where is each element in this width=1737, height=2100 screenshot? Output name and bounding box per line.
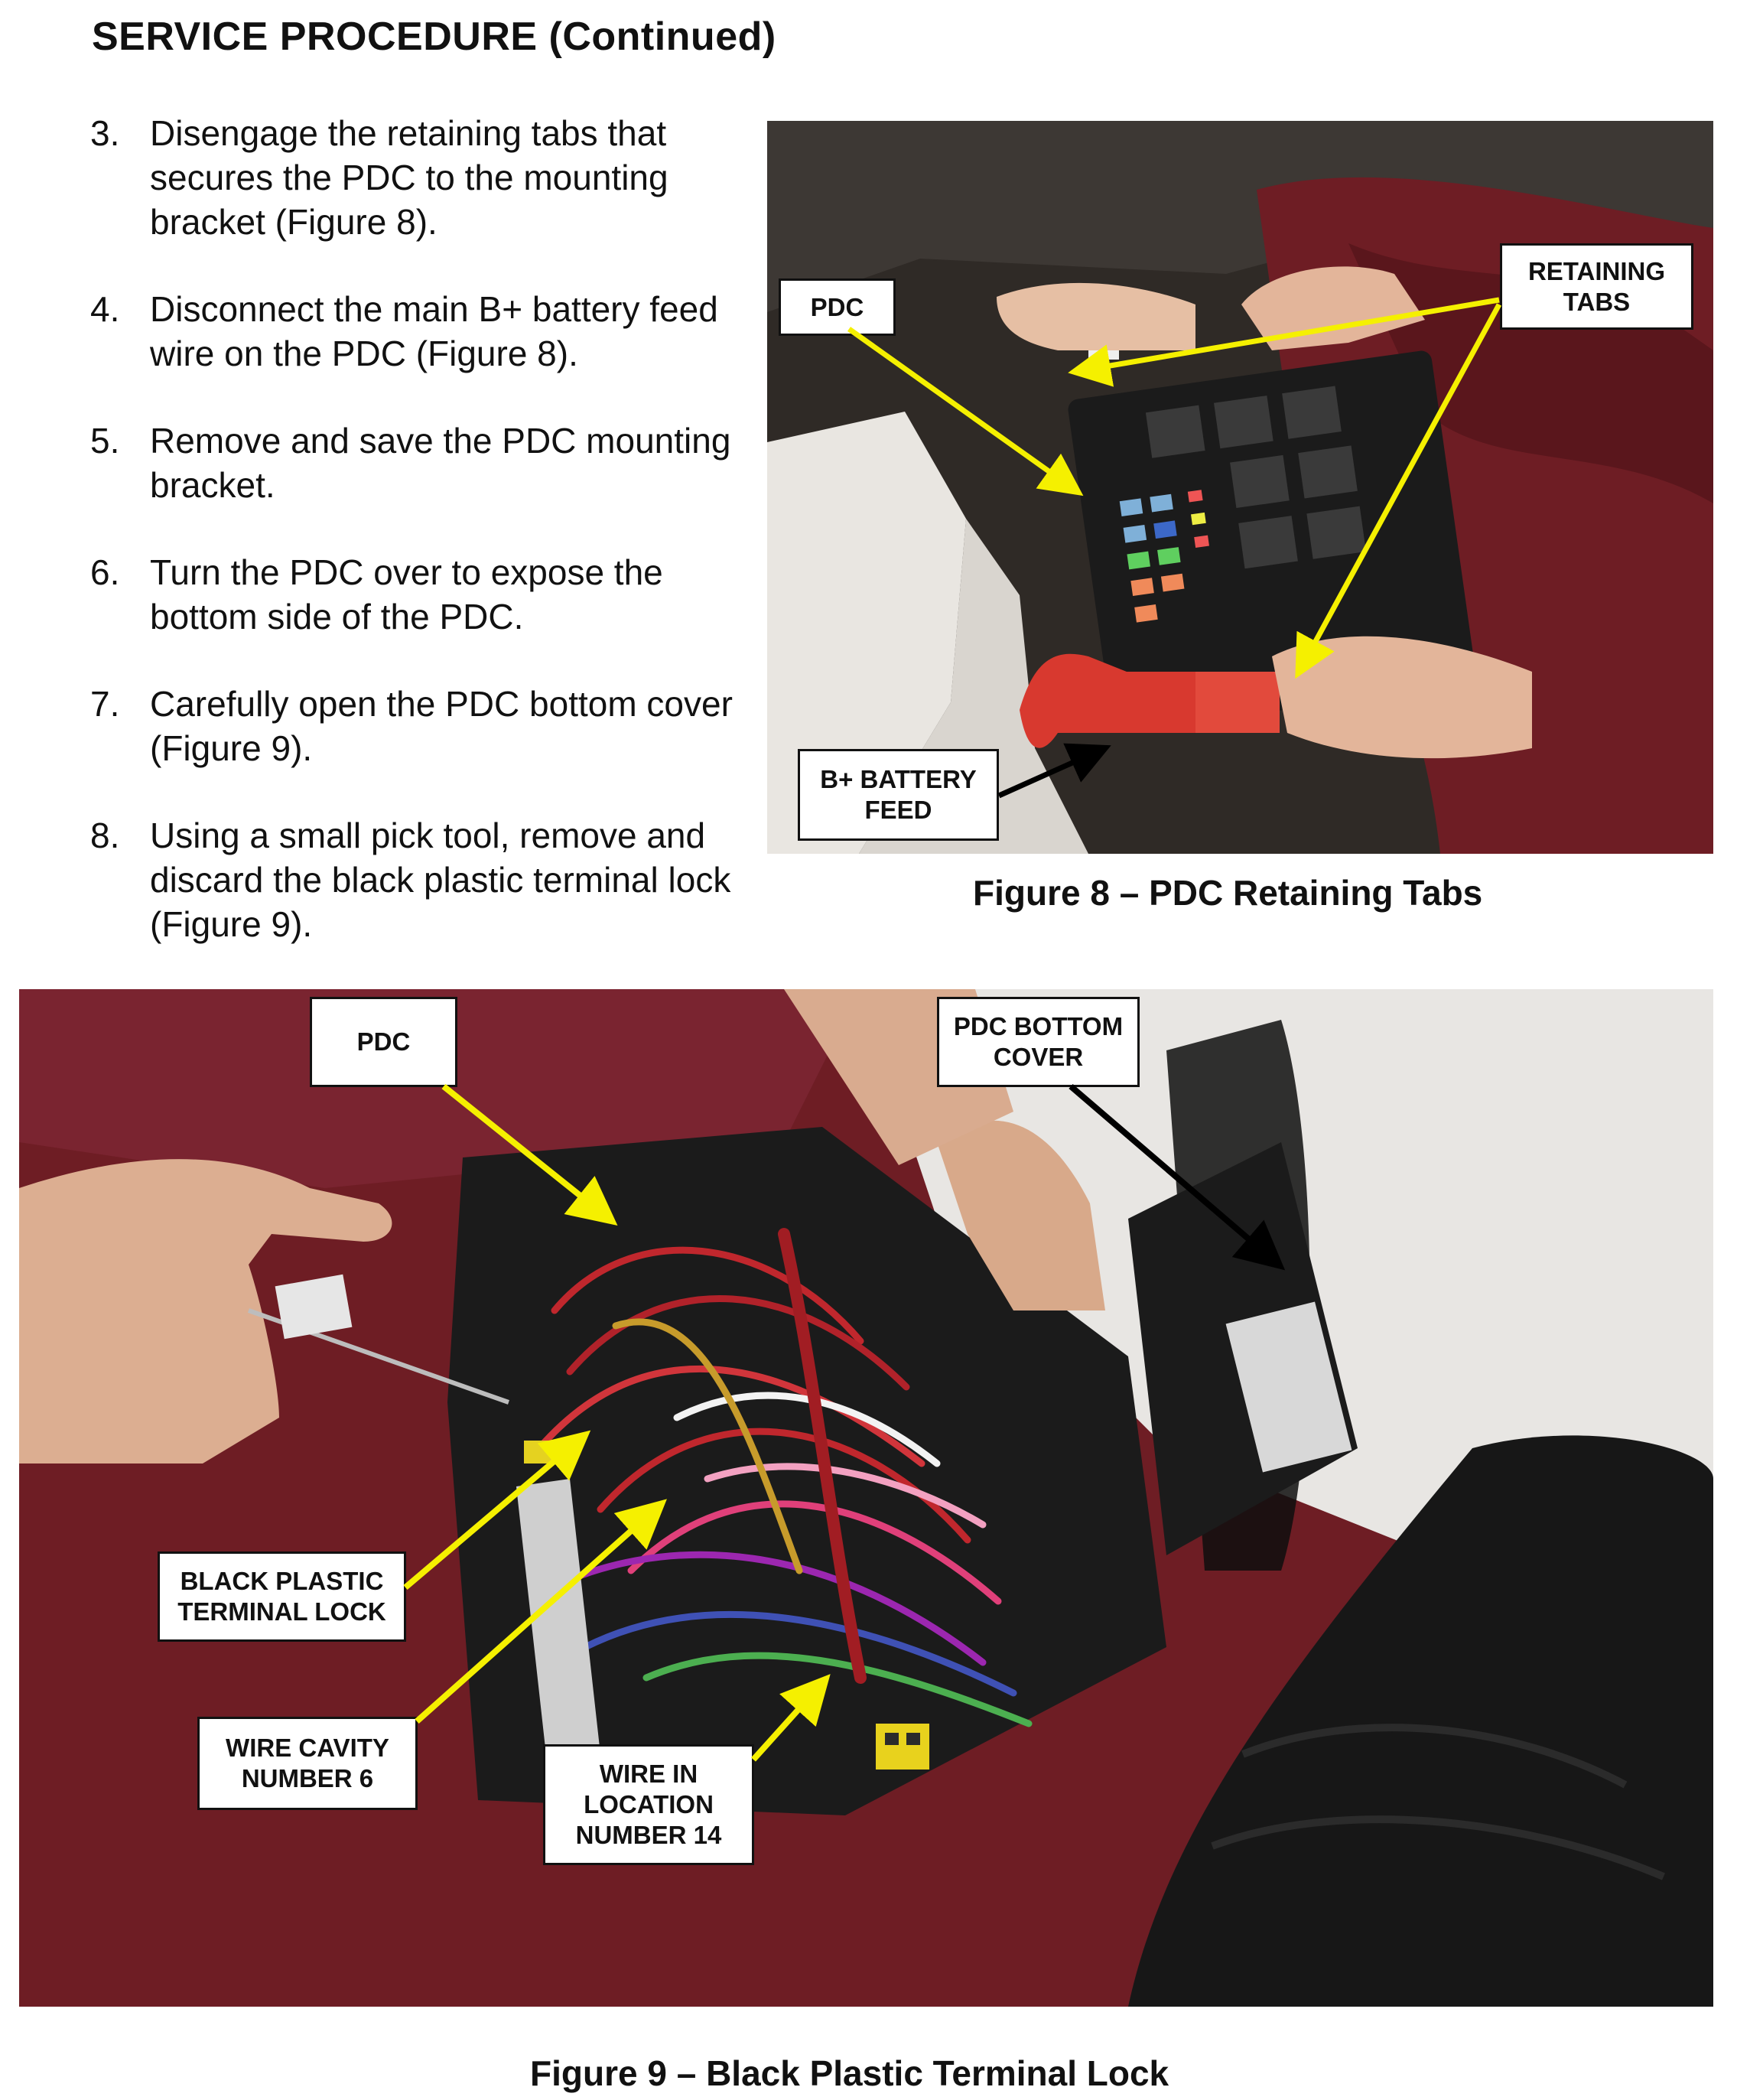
figure-9-caption: Figure 9 – Black Plastic Terminal Lock (530, 2053, 1169, 2093)
step-8: 8. Using a small pick tool, remove and d… (90, 813, 733, 946)
step-number: 6. (90, 552, 120, 592)
step-number: 4. (90, 289, 120, 329)
step-3: 3. Disengage the retaining tabs that sec… (90, 111, 733, 244)
step-5: 5. Remove and save the PDC mounting brac… (90, 418, 733, 507)
step-text: Remove and save the PDC mounting bracket… (150, 421, 731, 505)
step-7: 7. Carefully open the PDC bottom cover (… (90, 682, 733, 770)
callout-pdc-fig8: PDC (779, 278, 896, 336)
figure-9-photo (19, 989, 1713, 2007)
figure-8-photo (767, 121, 1713, 854)
step-number: 8. (90, 816, 120, 855)
step-text: Disconnect the main B+ battery feed wire… (150, 289, 718, 373)
figure-8-caption: Figure 8 – PDC Retaining Tabs (973, 873, 1483, 913)
step-text: Carefully open the PDC bottom cover (Fig… (150, 684, 733, 768)
callout-battery-feed: B+ BATTERY FEED (798, 749, 999, 841)
step-text: Disengage the retaining tabs that secure… (150, 113, 668, 242)
step-6: 6. Turn the PDC over to expose the botto… (90, 550, 733, 639)
step-number: 3. (90, 113, 120, 153)
page-title: SERVICE PROCEDURE (Continued) (92, 15, 776, 59)
step-text: Turn the PDC over to expose the bottom s… (150, 552, 663, 637)
procedure-steps: 3. Disengage the retaining tabs that sec… (90, 111, 733, 989)
callout-retaining-tabs: RETAINING TABS (1500, 243, 1693, 330)
step-4: 4. Disconnect the main B+ battery feed w… (90, 287, 733, 376)
callout-pdc-bottom-cover: PDC BOTTOM COVER (937, 997, 1140, 1087)
step-number: 5. (90, 421, 120, 461)
figure-8-illustration (767, 121, 1713, 854)
step-text: Using a small pick tool, remove and disc… (150, 816, 731, 944)
callout-pdc-fig9: PDC (310, 997, 457, 1087)
callout-wire-cavity: WIRE CAVITY NUMBER 6 (197, 1717, 418, 1810)
figure-9-illustration (19, 989, 1713, 2007)
callout-wire-location: WIRE IN LOCATION NUMBER 14 (543, 1744, 754, 1865)
step-number: 7. (90, 684, 120, 724)
callout-terminal-lock: BLACK PLASTIC TERMINAL LOCK (158, 1551, 406, 1642)
